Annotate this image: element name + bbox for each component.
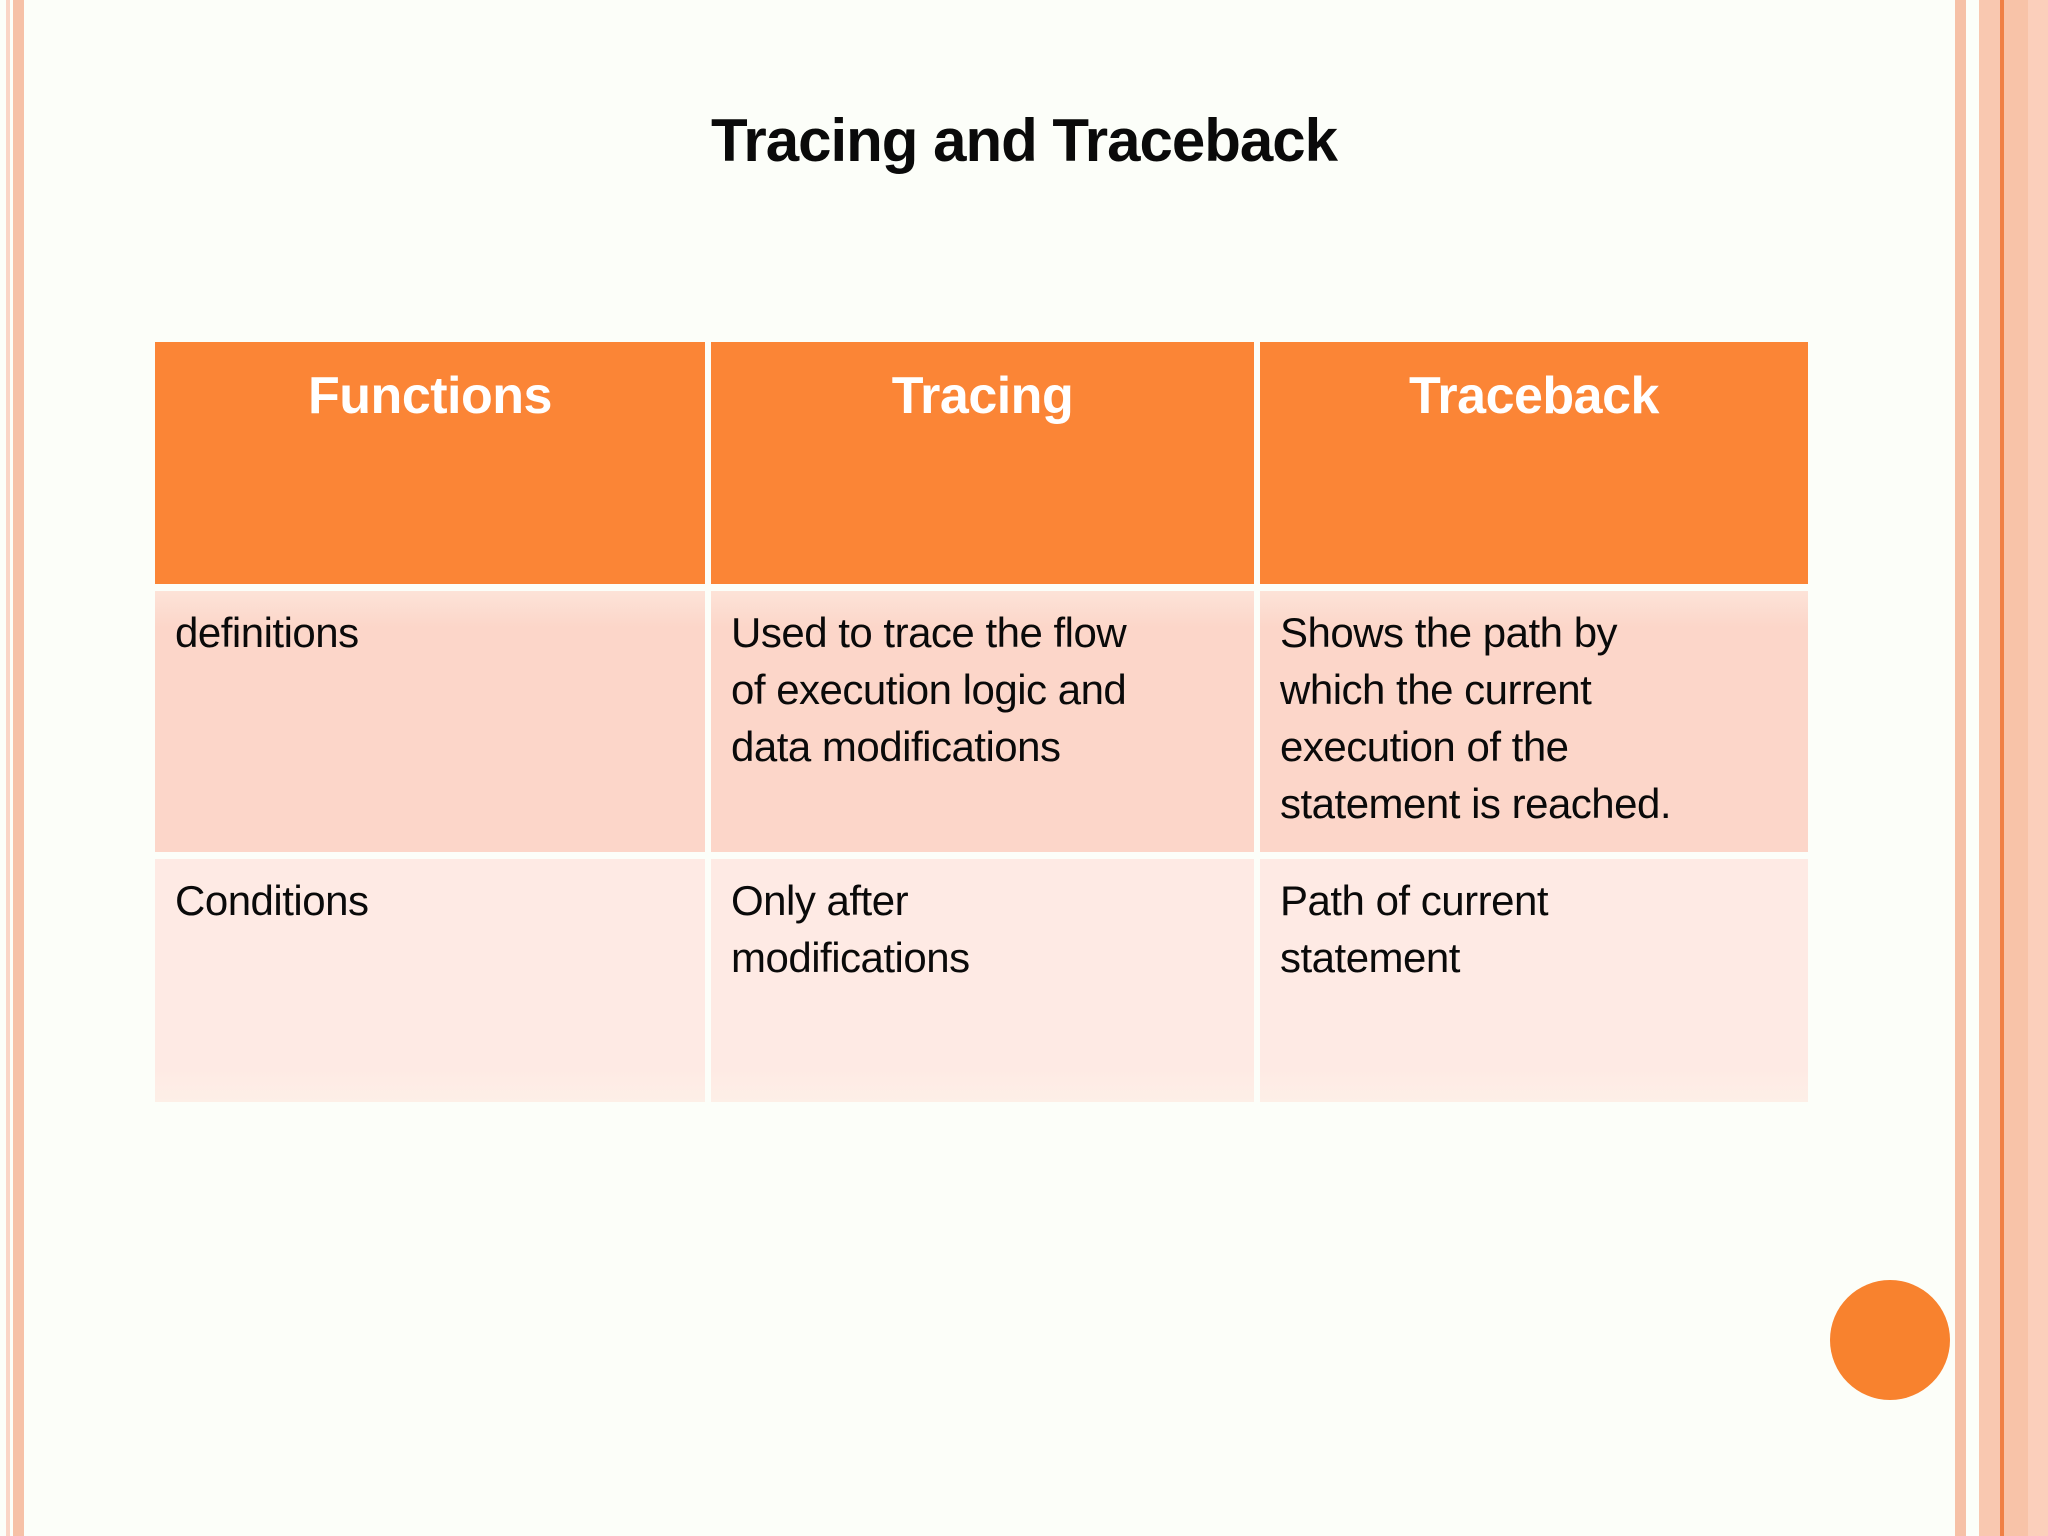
- column-header-functions: Functions: [155, 342, 705, 584]
- table-cell-definitions-label: definitions: [155, 591, 705, 852]
- decorative-circle: [1830, 1280, 1950, 1400]
- right-edge-accent-line: [2000, 0, 2004, 1536]
- table-cell-definitions-traceback: Shows the path by which the current exec…: [1260, 591, 1808, 852]
- right-edge-band-medium: [2004, 0, 2028, 1536]
- table-cell-conditions-tracing: Only after modifications: [711, 859, 1254, 1102]
- left-edge-stripe-thin: [6, 0, 10, 1536]
- table-cell-conditions-label: Conditions: [155, 859, 705, 1102]
- table-cell-definitions-tracing: Used to trace the flow of execution logi…: [711, 591, 1254, 852]
- right-edge-band: [1979, 0, 2000, 1536]
- column-header-traceback: Traceback: [1260, 342, 1808, 584]
- column-header-tracing: Tracing: [711, 342, 1254, 584]
- table-cell-conditions-traceback: Path of current statement: [1260, 859, 1808, 1102]
- right-edge-stripe-thin: [1955, 0, 1966, 1536]
- slide-title: Tracing and Traceback: [711, 107, 1338, 174]
- tracing-traceback-table: Functions Tracing Traceback definitions …: [155, 342, 1808, 1102]
- right-edge-band-light: [2028, 0, 2048, 1536]
- left-edge-stripe-thick: [13, 0, 24, 1536]
